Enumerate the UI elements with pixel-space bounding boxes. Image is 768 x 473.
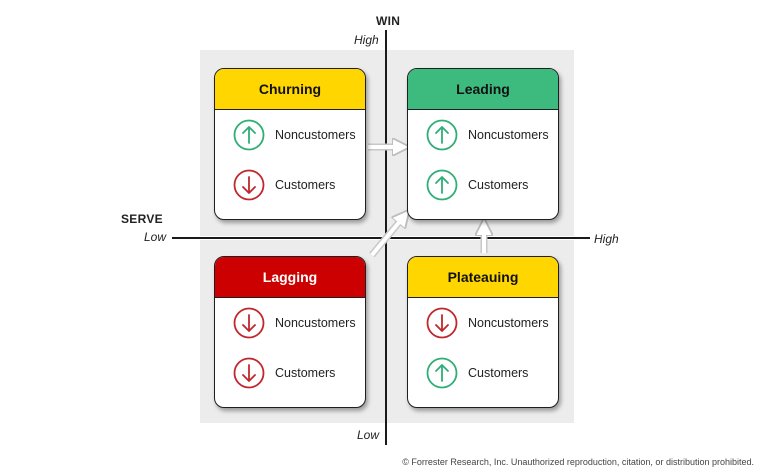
horizontal-axis-high-label: High: [594, 232, 619, 246]
arrow-up-circle-icon: [426, 169, 458, 201]
card-header-leading: Leading: [408, 69, 558, 110]
quadrant-card-churning: Churning Noncustomers Customers: [214, 68, 366, 220]
arrow-up-circle-icon: [426, 357, 458, 389]
arrow-down-circle-icon: [233, 307, 265, 339]
arrow-down-circle-icon: [426, 307, 458, 339]
row-label: Customers: [468, 178, 529, 192]
row-label: Noncustomers: [468, 316, 549, 330]
row-noncustomers: Noncustomers: [233, 119, 356, 151]
vertical-axis-low-label: Low: [357, 428, 380, 442]
row-customers: Customers: [233, 357, 335, 389]
arrow-up-circle-icon: [426, 119, 458, 151]
horizontal-axis-low-label: Low: [144, 230, 167, 244]
card-header-lagging: Lagging: [215, 257, 365, 298]
arrow-down-circle-icon: [233, 357, 265, 389]
quadrant-card-plateauing: Plateauing Noncustomers Customers: [407, 256, 559, 408]
row-label: Noncustomers: [275, 316, 356, 330]
horizontal-axis: [172, 237, 590, 239]
row-customers: Customers: [233, 169, 335, 201]
arrow-down-circle-icon: [233, 169, 265, 201]
row-noncustomers: Noncustomers: [426, 307, 549, 339]
row-label: Noncustomers: [275, 128, 356, 142]
quadrant-card-leading: Leading Noncustomers Customers: [407, 68, 559, 220]
row-noncustomers: Noncustomers: [233, 307, 356, 339]
row-label: Customers: [275, 178, 336, 192]
row-label: Customers: [468, 366, 529, 380]
row-label: Customers: [275, 366, 336, 380]
card-header-plateauing: Plateauing: [408, 257, 558, 298]
card-header-churning: Churning: [215, 69, 365, 110]
row-customers: Customers: [426, 357, 528, 389]
arrow-lagging-to-leading-inner: [370, 218, 403, 257]
vertical-axis-title: WIN: [376, 14, 401, 28]
row-label: Noncustomers: [468, 128, 549, 142]
arrow-up-circle-icon: [233, 119, 265, 151]
row-noncustomers: Noncustomers: [426, 119, 549, 151]
quadrant-card-lagging: Lagging Noncustomers Customers: [214, 256, 366, 408]
row-customers: Customers: [426, 169, 528, 201]
horizontal-axis-title: SERVE: [121, 212, 163, 226]
copyright-footer: © Forrester Research, Inc. Unauthorized …: [402, 457, 754, 467]
vertical-axis-high-label: High: [354, 33, 379, 47]
